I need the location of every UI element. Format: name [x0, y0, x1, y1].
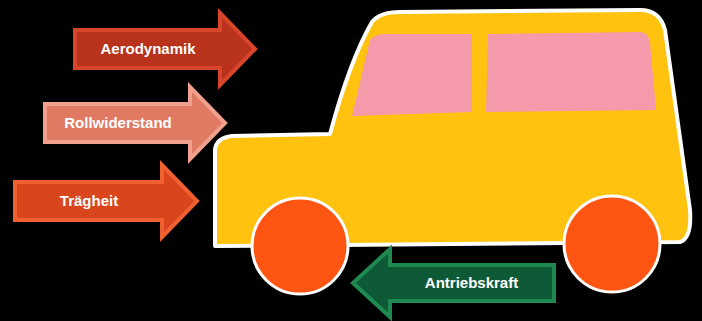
force-arrow: Trägheit: [12, 162, 200, 240]
force-label: Rollwiderstand: [46, 104, 190, 142]
front-wheel: [252, 198, 348, 294]
force-label: Aerodynamik: [76, 30, 220, 68]
force-label: Antriebskraft: [390, 265, 553, 301]
rear-window: [486, 32, 656, 112]
force-arrow: Rollwiderstand: [42, 84, 228, 162]
rear-wheel: [564, 196, 660, 292]
arrow-shape: [45, 87, 225, 159]
force-arrow: Antriebskraft: [350, 246, 557, 320]
arrow-shape: [75, 13, 255, 85]
arrow-shape: [353, 249, 554, 317]
force-arrow: Aerodynamik: [72, 10, 258, 88]
arrow-shape: [15, 165, 197, 237]
front-window: [352, 34, 472, 116]
force-label: Trägheit: [16, 182, 162, 220]
